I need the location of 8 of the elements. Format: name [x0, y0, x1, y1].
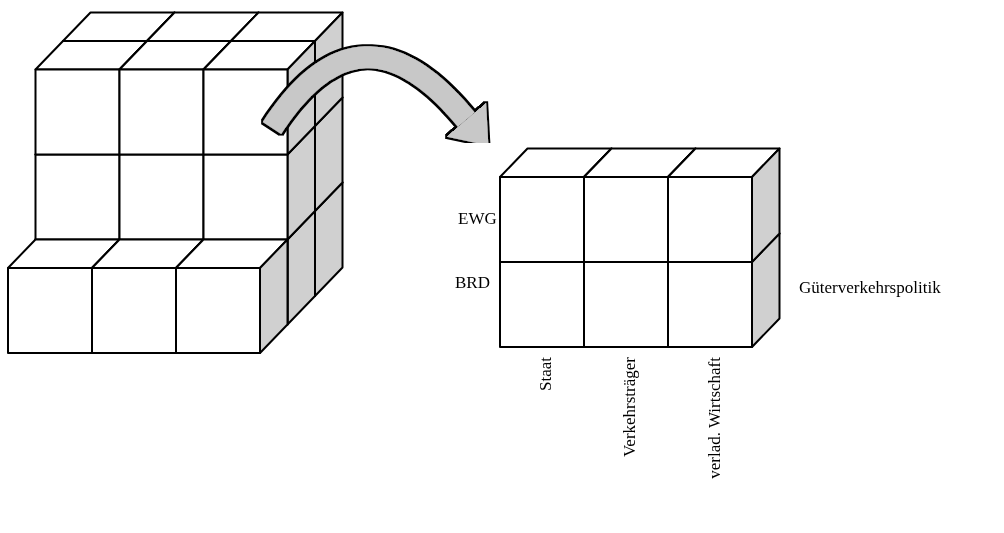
layer-slice-drawing: [498, 146, 783, 349]
column-label: Verkehrsträger: [621, 357, 638, 458]
column-label: verlad. Wirtschaft: [706, 357, 723, 479]
layer-label: Güterverkehrspolitik: [799, 279, 941, 296]
curved-block-arrow: [262, 46, 489, 146]
column-label: Staat: [537, 357, 554, 391]
row-label: EWG: [458, 210, 497, 227]
row-label: BRD: [455, 274, 490, 291]
